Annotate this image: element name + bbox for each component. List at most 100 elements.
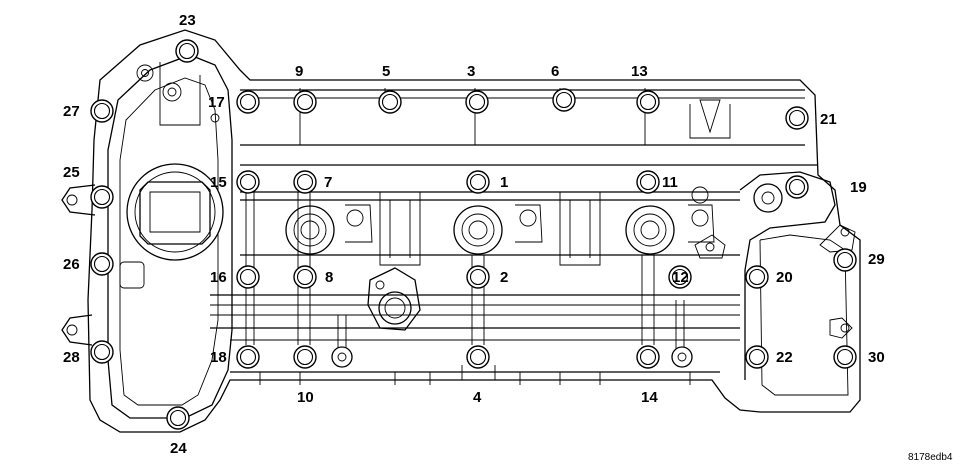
boss-hole <box>167 87 177 97</box>
bolt-head <box>93 102 111 120</box>
bolt-head <box>296 93 314 111</box>
bolt-label-1: 1 <box>500 174 508 191</box>
boss-hole <box>210 113 220 123</box>
bolt-label-16: 16 <box>210 269 227 286</box>
bottom-rail-ticks <box>259 372 691 385</box>
bolt-label-15: 15 <box>210 174 227 191</box>
left-housing-inner <box>119 77 219 406</box>
bolt-label-2: 2 <box>500 269 508 286</box>
bolt-label-4: 4 <box>473 389 482 406</box>
bolt-head <box>93 188 111 206</box>
bolt-label-27: 27 <box>63 103 80 120</box>
bolt-label-11: 11 <box>662 174 678 191</box>
bolt-label-14: 14 <box>641 389 658 406</box>
boss <box>136 64 154 82</box>
left-housing-outline <box>107 54 233 419</box>
bolt-27 <box>90 99 114 123</box>
bolt-label-25: 25 <box>63 164 80 181</box>
bottom-notch <box>461 365 496 381</box>
bolt-label-9: 9 <box>295 63 303 80</box>
bolt-head <box>469 268 487 286</box>
bolt-label-24: 24 <box>170 440 187 457</box>
bolt-15 <box>236 170 260 194</box>
side-ear-left-upper <box>61 184 96 216</box>
right-boss-hole <box>761 191 775 205</box>
triangle-mark <box>699 99 721 134</box>
bolt-19 <box>785 175 809 199</box>
bolt-head <box>169 409 187 427</box>
bolt-head <box>178 42 196 60</box>
small-boss <box>331 346 353 368</box>
bolt-head <box>469 348 487 366</box>
boss <box>162 82 182 102</box>
bolt-16 <box>236 265 260 289</box>
bolt-label-12: 12 <box>672 269 689 286</box>
cam-sensor-boss <box>126 163 224 261</box>
bolt-label-13: 13 <box>631 63 648 80</box>
bolt-head <box>639 93 657 111</box>
bolt-label-22: 22 <box>776 349 793 366</box>
bolt-label-6: 6 <box>551 63 559 80</box>
bolt-head <box>671 268 689 286</box>
cam-spark-well-3 <box>625 204 715 255</box>
bolt-head <box>239 173 257 191</box>
bolt-6 <box>552 88 576 112</box>
bolt-head <box>836 251 854 269</box>
bolt-head <box>239 348 257 366</box>
bolt-26 <box>90 252 114 276</box>
cam-spark-well-2 <box>453 204 543 255</box>
bolt-17 <box>236 90 260 114</box>
right-boss <box>753 183 783 213</box>
upper-band-ribs <box>299 110 646 145</box>
bolt-head <box>748 268 766 286</box>
bolt-14 <box>636 345 660 369</box>
bolt-head <box>239 93 257 111</box>
bolt-label-8: 8 <box>325 269 333 286</box>
bolt-head <box>555 91 573 109</box>
bolt-head <box>239 268 257 286</box>
bolt-23 <box>175 39 199 63</box>
bolt-30 <box>833 345 857 369</box>
right-housing-edge <box>739 171 836 380</box>
side-ear-left-lower <box>61 314 93 346</box>
bolt-head <box>788 109 806 127</box>
small-boss-hole <box>677 352 687 362</box>
bolt-24 <box>166 406 190 430</box>
bolt-label-29: 29 <box>868 251 885 268</box>
right-lower-ear <box>829 317 853 339</box>
bolt-12 <box>668 265 692 289</box>
boss-hole <box>141 69 149 77</box>
bolt-10 <box>293 345 317 369</box>
bolt-label-5: 5 <box>382 63 390 80</box>
bolt-head <box>639 348 657 366</box>
bolt-head <box>296 348 314 366</box>
bolt-11 <box>636 170 660 194</box>
bolt-label-26: 26 <box>63 256 80 273</box>
bolt-head <box>381 93 399 111</box>
bolt-22 <box>745 345 769 369</box>
bolt-label-3: 3 <box>467 63 475 80</box>
cam-journal-row <box>240 192 740 266</box>
bolt-20 <box>745 265 769 289</box>
bolt-label-30: 30 <box>868 349 885 366</box>
housing-pad <box>119 261 145 289</box>
bolt-7 <box>293 170 317 194</box>
bolt-head <box>836 348 854 366</box>
bolt-label-17: 17 <box>208 94 225 111</box>
bolt-29 <box>833 248 857 272</box>
bolt-label-18: 18 <box>210 349 227 366</box>
bolt-head <box>639 173 657 191</box>
bolt-9 <box>293 90 317 114</box>
triangle-frame <box>689 104 731 139</box>
small-boss <box>671 346 693 368</box>
cam-spark-well-1 <box>285 204 373 255</box>
bolt-8 <box>293 265 317 289</box>
linkage-bracket <box>367 267 421 331</box>
bolt-18 <box>236 345 260 369</box>
figure-code: 8178edb4 <box>908 452 953 463</box>
small-boss-hole <box>337 352 347 362</box>
bolt-label-7: 7 <box>324 174 332 191</box>
